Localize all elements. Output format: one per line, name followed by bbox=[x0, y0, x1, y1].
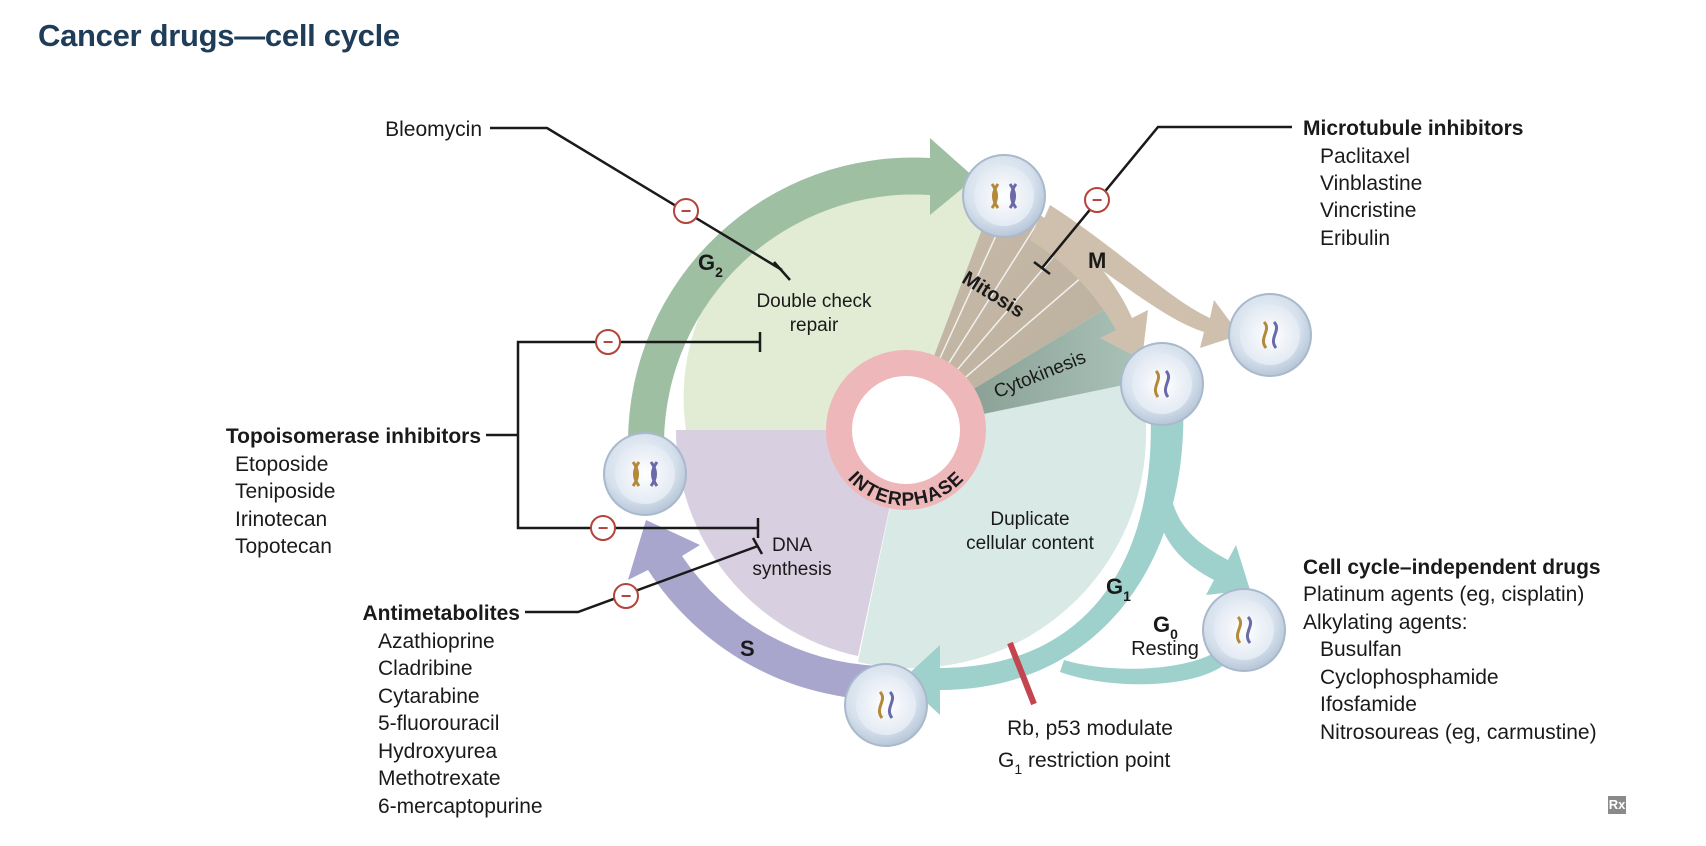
platinum-item: Platinum agents (eg, cisplatin) bbox=[1303, 583, 1584, 606]
double-check-label-1: Double check bbox=[756, 291, 872, 312]
rx-logo-icon: Rx bbox=[1608, 796, 1626, 814]
inhibit-icon: − bbox=[673, 198, 699, 224]
svg-text:−: − bbox=[1092, 190, 1103, 210]
cell-cytokinesis bbox=[1120, 342, 1204, 426]
cell-daughter bbox=[1228, 293, 1312, 377]
inhibit-markers: − − − − − bbox=[590, 187, 1110, 609]
double-check-label-2: repair bbox=[790, 315, 839, 336]
g1-label: G1 bbox=[1106, 574, 1131, 604]
drug-item: 6-mercaptopurine bbox=[378, 795, 543, 818]
drug-item: Vincristine bbox=[1320, 199, 1417, 222]
g0-arrow bbox=[1158, 500, 1250, 595]
m-label: M bbox=[1088, 248, 1106, 273]
microtubule-connector bbox=[1033, 125, 1292, 275]
svg-text:−: − bbox=[598, 518, 609, 538]
drug-item: Busulfan bbox=[1320, 638, 1402, 661]
inhibit-icon: − bbox=[613, 583, 639, 609]
drug-item: Etoposide bbox=[235, 453, 328, 476]
inhibit-icon: − bbox=[595, 329, 621, 355]
cell-s-g2 bbox=[603, 432, 687, 516]
drug-item: Hydroxyurea bbox=[378, 740, 497, 763]
drug-item: Irinotecan bbox=[235, 508, 327, 531]
drug-item: Teniposide bbox=[235, 480, 335, 503]
g2-arrow bbox=[628, 138, 975, 442]
topoisomerase-heading: Topoisomerase inhibitors bbox=[226, 425, 481, 448]
svg-text:−: − bbox=[603, 332, 614, 352]
g0-label: G0 bbox=[1153, 612, 1178, 642]
interphase-center bbox=[852, 376, 960, 484]
svg-text:−: − bbox=[621, 586, 632, 606]
microtubule-list: Microtubule inhibitors Paclitaxel Vinbla… bbox=[1303, 117, 1524, 250]
drug-item: 5-fluorouracil bbox=[378, 712, 499, 735]
antimetabolites-list: Antimetabolites Azathioprine Cladribine … bbox=[362, 602, 542, 818]
svg-text:−: − bbox=[681, 201, 692, 221]
cell-g1-s bbox=[844, 663, 928, 747]
drug-item: Topotecan bbox=[235, 535, 332, 558]
antimetabolites-connector bbox=[525, 537, 764, 614]
independent-heading: Cell cycle–independent drugs bbox=[1303, 556, 1601, 579]
bleomycin-connector bbox=[490, 126, 791, 281]
drug-item: Cyclophosphamide bbox=[1320, 666, 1499, 689]
g1-arrow bbox=[902, 400, 1184, 715]
topoisomerase-connector bbox=[486, 332, 762, 538]
bleomycin-label: Bleomycin bbox=[385, 118, 482, 141]
drug-item: Paclitaxel bbox=[1320, 145, 1410, 168]
independent-list: Cell cycle–independent drugs Platinum ag… bbox=[1303, 556, 1601, 744]
restriction-label-2: G1 restriction point bbox=[998, 749, 1171, 777]
m-arrow-to-daughter bbox=[1040, 205, 1240, 348]
drug-item: Methotrexate bbox=[378, 767, 501, 790]
inhibit-icon: − bbox=[590, 515, 616, 541]
duplicate-label-1: Duplicate bbox=[990, 509, 1069, 530]
cell-g2-m bbox=[962, 154, 1046, 238]
antimetabolites-heading: Antimetabolites bbox=[362, 602, 520, 625]
restriction-point-bar bbox=[1007, 641, 1037, 706]
page-title: Cancer drugs—cell cycle bbox=[38, 18, 400, 53]
g2-label: G2 bbox=[698, 250, 723, 280]
m-arrow-to-cytokinesis bbox=[1030, 215, 1148, 360]
drug-item: Azathioprine bbox=[378, 630, 495, 653]
resting-label: Resting bbox=[1131, 638, 1199, 660]
s-wedge bbox=[675, 430, 906, 656]
s-label: S bbox=[740, 636, 755, 661]
mitosis-spokes bbox=[929, 204, 1091, 396]
duplicate-label-2: cellular content bbox=[966, 533, 1095, 554]
dna-synthesis-label-2: synthesis bbox=[752, 559, 831, 580]
cell-g0 bbox=[1202, 588, 1286, 672]
dna-synthesis-label-1: DNA bbox=[772, 535, 812, 556]
restriction-label-1: Rb, p53 modulate bbox=[1007, 717, 1173, 740]
topoisomerase-list: Topoisomerase inhibitors Etoposide Tenip… bbox=[226, 425, 481, 558]
drug-item: Vinblastine bbox=[1320, 172, 1422, 195]
g0-return-arrow bbox=[1060, 648, 1230, 685]
drug-item: Eribulin bbox=[1320, 227, 1390, 250]
drug-item: Cladribine bbox=[378, 657, 473, 680]
microtubule-heading: Microtubule inhibitors bbox=[1303, 117, 1524, 140]
inhibit-icon: − bbox=[1084, 187, 1110, 213]
drug-item: Cytarabine bbox=[378, 685, 480, 708]
alkylating-item: Alkylating agents: bbox=[1303, 611, 1468, 634]
drug-item: Ifosfamide bbox=[1320, 693, 1417, 716]
drug-item: Nitrosoureas (eg, carmustine) bbox=[1320, 721, 1597, 744]
